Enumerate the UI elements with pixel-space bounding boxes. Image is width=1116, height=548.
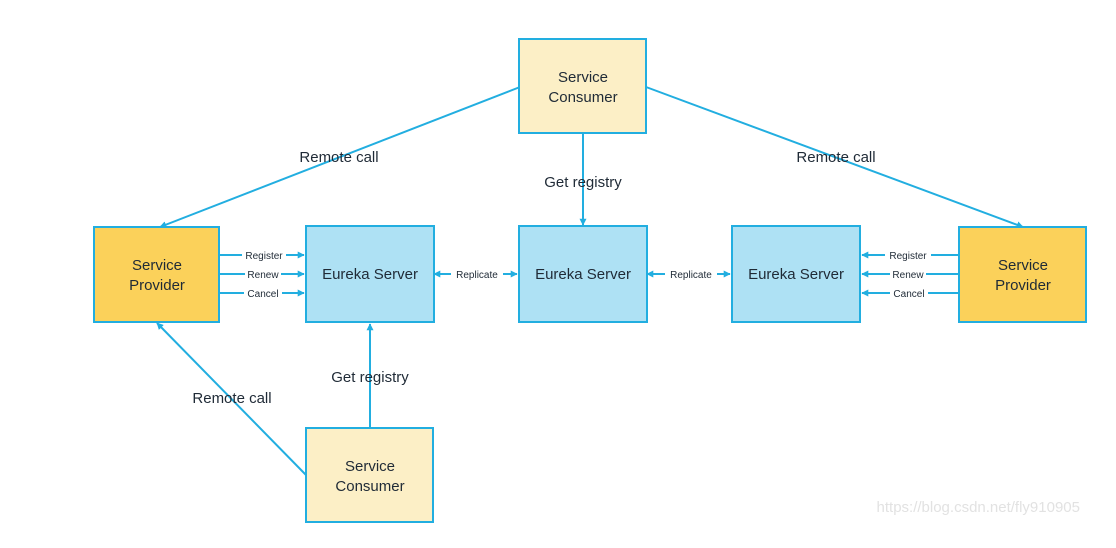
remote-call-bottom-label: Remote call — [192, 390, 271, 407]
service-provider-right-line2: Provider — [995, 277, 1051, 294]
right-register-label: Register — [889, 251, 927, 262]
service-consumer-bottom-line2: Consumer — [335, 478, 404, 495]
right-cancel-label: Cancel — [893, 289, 924, 300]
service-consumer-bottom-line1: Service — [345, 458, 395, 475]
eureka-server-right-label: Eureka Server — [748, 266, 844, 283]
get-registry-top-label: Get registry — [544, 174, 622, 191]
remote-call-top-right-edge — [645, 86, 1024, 229]
service-consumer-top-box — [518, 38, 647, 134]
eureka-server-center-box — [518, 225, 648, 323]
left-renew-label: Renew — [247, 270, 279, 281]
service-consumer-bottom-box — [305, 427, 434, 523]
node-labels: Service Consumer Service Consumer Servic… — [129, 69, 1051, 495]
service-consumer-top-line1: Service — [558, 69, 608, 86]
remote-call-bottom-edge — [156, 322, 307, 476]
eureka-server-center-label: Eureka Server — [535, 266, 631, 283]
service-provider-left-box — [93, 226, 220, 323]
service-provider-right-box — [958, 226, 1087, 323]
replicate-left-label: Replicate — [456, 270, 498, 281]
remote-call-top-left-label: Remote call — [299, 149, 378, 166]
left-cancel-label: Cancel — [247, 289, 278, 300]
right-renew-label: Renew — [892, 270, 924, 281]
service-provider-left-line1: Service — [132, 257, 182, 274]
eureka-server-left-box — [305, 225, 435, 323]
left-register-label: Register — [245, 251, 283, 262]
watermark: https://blog.csdn.net/fly910905 — [877, 499, 1080, 516]
get-registry-bottom-label: Get registry — [331, 369, 409, 386]
nodes — [93, 38, 1087, 523]
service-provider-left-line2: Provider — [129, 277, 185, 294]
remote-call-top-right-label: Remote call — [796, 149, 875, 166]
eureka-server-right-box — [731, 225, 861, 323]
service-provider-right-line1: Service — [998, 257, 1048, 274]
small-label-backgrounds — [242, 249, 931, 299]
eureka-server-left-label: Eureka Server — [322, 266, 418, 283]
edge-labels: Remote call Remote call Remote call Get … — [192, 149, 927, 407]
replicate-right-label: Replicate — [670, 270, 712, 281]
service-consumer-top-line2: Consumer — [548, 89, 617, 106]
remote-call-top-left-edge — [159, 86, 521, 228]
